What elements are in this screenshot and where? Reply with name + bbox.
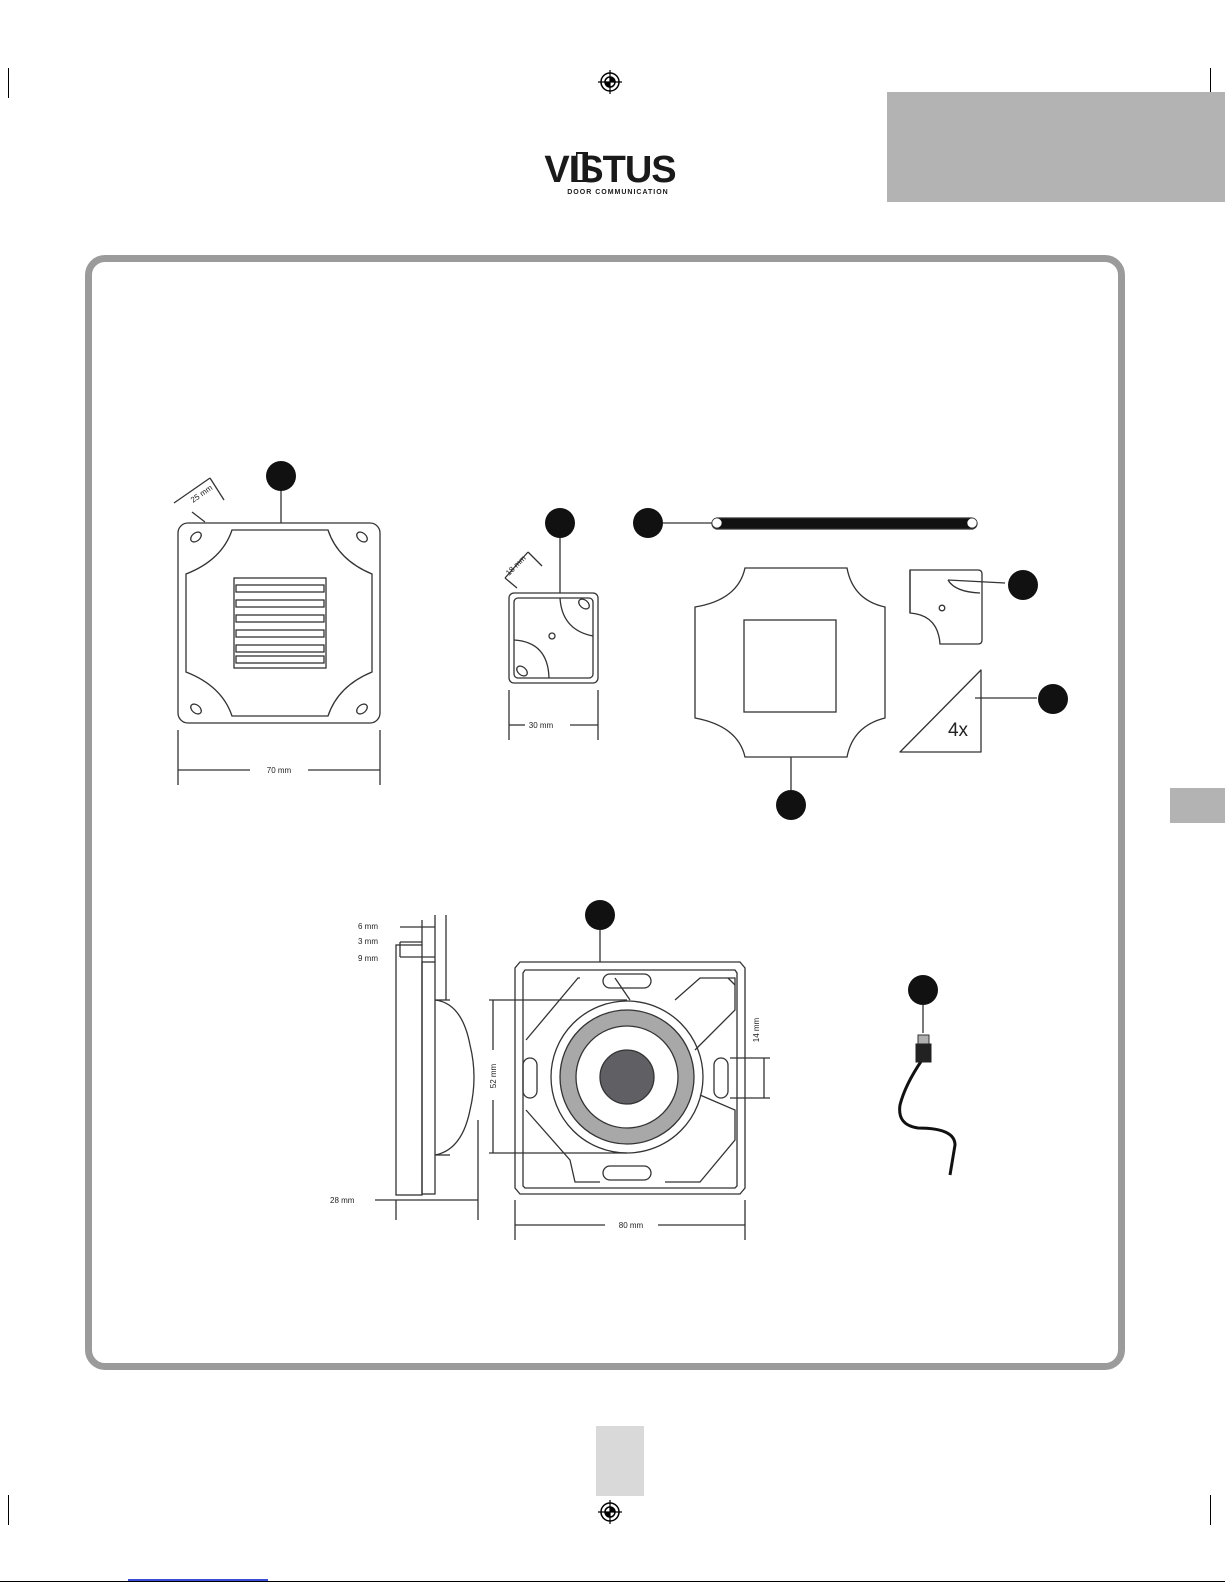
- bottom-link-underline: [128, 1579, 268, 1581]
- bottom-rule: [0, 1581, 1225, 1582]
- callout-3-icon: [633, 508, 663, 538]
- dim-70mm: 70 mm: [267, 766, 292, 775]
- dim-28mm: 28 mm: [330, 1196, 355, 1205]
- callout-6-icon: [1038, 684, 1068, 714]
- dim-6mm: 6 mm: [358, 922, 378, 931]
- callout-7-icon: [585, 900, 615, 930]
- cable: [900, 1005, 955, 1175]
- callout-5-icon: [1008, 570, 1038, 600]
- octagon-plate: [695, 568, 885, 790]
- corner-piece: [910, 570, 1005, 644]
- dim-25mm: 25 mm: [189, 483, 214, 505]
- callout-8-icon: [908, 975, 938, 1005]
- dim-14mm: 14 mm: [752, 1017, 761, 1042]
- dim-80mm: 80 mm: [619, 1221, 644, 1230]
- dim-3mm: 3 mm: [358, 937, 378, 946]
- grille-plate: [174, 478, 380, 785]
- strap: [663, 518, 977, 529]
- quantity-label: 4x: [948, 720, 969, 741]
- cable-plug-tip: [918, 1035, 929, 1044]
- callout-1-icon: [266, 461, 296, 491]
- callout-2-icon: [545, 508, 575, 538]
- speaker-side-profile: [375, 915, 478, 1220]
- triangle-sticker: [900, 670, 1037, 752]
- cable-plug: [916, 1044, 931, 1062]
- dim-9mm: 9 mm: [358, 954, 378, 963]
- dim-52mm: 52 mm: [489, 1063, 498, 1088]
- dim-18mm: 18 mm: [504, 554, 528, 578]
- callout-4-icon: [776, 790, 806, 820]
- dim-30mm: 30 mm: [529, 721, 554, 730]
- speaker-center: [600, 1050, 654, 1104]
